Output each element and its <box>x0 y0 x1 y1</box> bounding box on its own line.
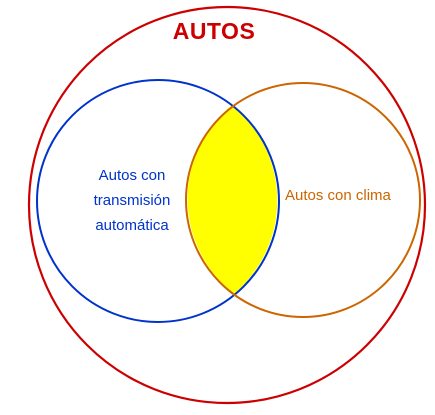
left-set-label: Autos con transmisión automática <box>62 163 202 238</box>
left-set-circle <box>36 79 280 323</box>
left-set-label-line-3: automática <box>95 217 169 234</box>
intersection-region <box>187 105 278 294</box>
right-set-circle <box>185 82 421 318</box>
universe-circle <box>27 5 427 405</box>
left-set-label-line-2: transmisión <box>93 192 171 209</box>
left-set-label-line-1: Autos con <box>98 167 166 184</box>
right-set-label: Autos con clima <box>285 187 391 204</box>
diagram-title: AUTOS <box>172 18 256 44</box>
